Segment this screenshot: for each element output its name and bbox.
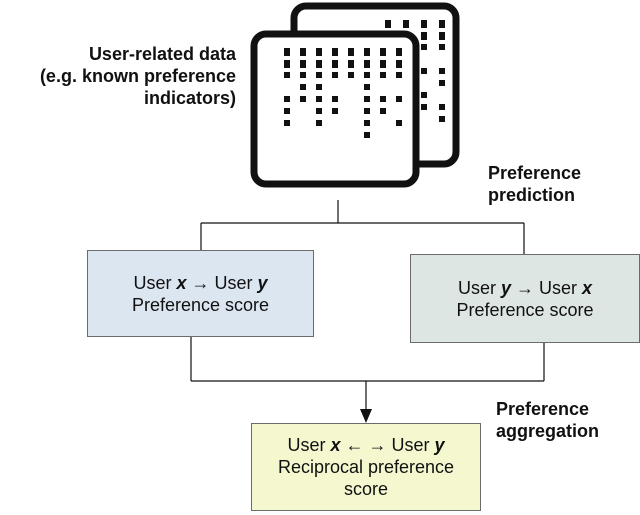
front-document-mark	[380, 48, 386, 56]
connectors	[190, 200, 545, 412]
front-document-mark	[396, 72, 402, 78]
x-to-y-var-b: y	[257, 272, 268, 293]
front-document-mark	[316, 84, 322, 90]
reciprocal-caption-line-1: Reciprocal preference	[277, 457, 455, 477]
front-document-mark	[396, 60, 402, 68]
x-to-y-preference-box: User x → User y Preference score	[87, 250, 314, 337]
front-document-mark	[364, 72, 370, 78]
front-document-mark	[364, 120, 370, 126]
x-to-y-caption: Preference score	[131, 294, 270, 315]
front-document-mark	[316, 96, 322, 102]
front-document-mark	[396, 48, 402, 56]
x-to-y-var-a: x	[176, 272, 187, 293]
front-document-marks	[284, 48, 402, 138]
x-to-y-user-a: User	[133, 272, 177, 293]
preference-prediction-label: Preference prediction	[488, 162, 581, 206]
front-document-mark	[380, 72, 386, 78]
front-document-mark	[316, 120, 322, 126]
back-document-mark	[439, 44, 445, 50]
front-document-mark	[364, 84, 370, 90]
back-document-mark	[421, 92, 427, 98]
front-document-mark	[300, 48, 306, 56]
y-to-x-user-a: User	[457, 277, 501, 298]
y-to-x-user-b: User	[539, 277, 583, 298]
user-data-label: User-related data (e.g. known preference…	[0, 43, 236, 109]
y-to-x-var-a: y	[500, 277, 511, 298]
y-to-x-preference-box: User y → User x Preference score	[410, 254, 640, 343]
back-document-mark	[385, 20, 391, 28]
user-data-label-line-3: indicators)	[143, 88, 236, 108]
arrow-down-icon	[360, 409, 372, 423]
front-document-mark	[316, 48, 322, 56]
back-document-mark	[421, 104, 427, 110]
front-document-mark	[284, 120, 290, 126]
back-document-mark	[403, 20, 409, 28]
front-document-mark	[284, 72, 290, 78]
front-document-mark	[364, 60, 370, 68]
y-to-x-var-b: x	[582, 277, 593, 298]
reciprocal-var-a: x	[330, 435, 341, 455]
reciprocal-title: User x ← → User y	[287, 434, 444, 456]
user-data-label-line-2: (e.g. known preference	[39, 66, 236, 86]
reciprocal-arrow: ← →	[340, 435, 392, 455]
back-document-mark	[439, 80, 445, 86]
front-document-mark	[332, 72, 338, 78]
front-document-mark	[316, 108, 322, 114]
reciprocal-user-a: User	[287, 435, 331, 455]
aggregation-label-line-2: aggregation	[496, 421, 600, 441]
front-document-mark	[300, 72, 306, 78]
front-document-mark	[300, 96, 306, 102]
front-document-mark	[380, 60, 386, 68]
front-document-mark	[300, 84, 306, 90]
front-document-mark	[332, 60, 338, 68]
reciprocal-preference-box: User x ← → User y Reciprocal preference …	[251, 423, 481, 511]
x-to-y-arrow: →	[186, 272, 215, 293]
front-document-mark	[316, 72, 322, 78]
prediction-label-line-2: prediction	[488, 185, 576, 205]
front-document-mark	[348, 60, 354, 68]
reciprocal-var-b: y	[434, 435, 445, 455]
front-document-mark	[364, 96, 370, 102]
front-document-mark	[364, 108, 370, 114]
front-document-mark	[284, 60, 290, 68]
y-to-x-caption: Preference score	[456, 299, 594, 320]
back-document-mark	[439, 20, 445, 28]
x-to-y-user-b: User	[214, 272, 258, 293]
front-document-mark	[284, 96, 290, 102]
back-document-mark	[439, 104, 445, 110]
front-document-mark	[396, 120, 402, 126]
front-document-mark	[364, 132, 370, 138]
preference-aggregation-label: Preference aggregation	[496, 398, 599, 442]
prediction-label-line-1: Preference	[488, 163, 582, 183]
front-document-mark	[396, 96, 402, 102]
front-document-mark	[284, 108, 290, 114]
back-document-mark	[439, 116, 445, 122]
aggregation-label-line-1: Preference	[496, 399, 590, 419]
front-document-mark	[316, 60, 322, 68]
front-document-mark	[300, 60, 306, 68]
x-to-y-title: User x → User y	[133, 272, 267, 294]
y-to-x-arrow: →	[510, 277, 539, 298]
stacked-data-documents-icon	[250, 2, 460, 188]
back-document-mark	[421, 68, 427, 74]
back-document-mark	[421, 32, 427, 40]
y-to-x-title: User y → User x	[458, 277, 592, 299]
front-document-mark	[348, 72, 354, 78]
front-document-mark	[332, 108, 338, 114]
back-document-mark	[421, 44, 427, 50]
back-document-mark	[421, 20, 427, 28]
reciprocal-caption-line-2: score	[343, 479, 388, 499]
front-document-mark	[380, 96, 386, 102]
front-document-mark	[284, 48, 290, 56]
back-document-mark	[439, 68, 445, 74]
front-document-mark	[364, 48, 370, 56]
front-document-mark	[348, 48, 354, 56]
front-document-mark	[332, 48, 338, 56]
front-document-mark	[332, 96, 338, 102]
user-data-label-line-1: User-related data	[88, 44, 236, 64]
front-document-mark	[380, 108, 386, 114]
reciprocal-user-b: User	[391, 435, 435, 455]
back-document-mark	[439, 32, 445, 40]
